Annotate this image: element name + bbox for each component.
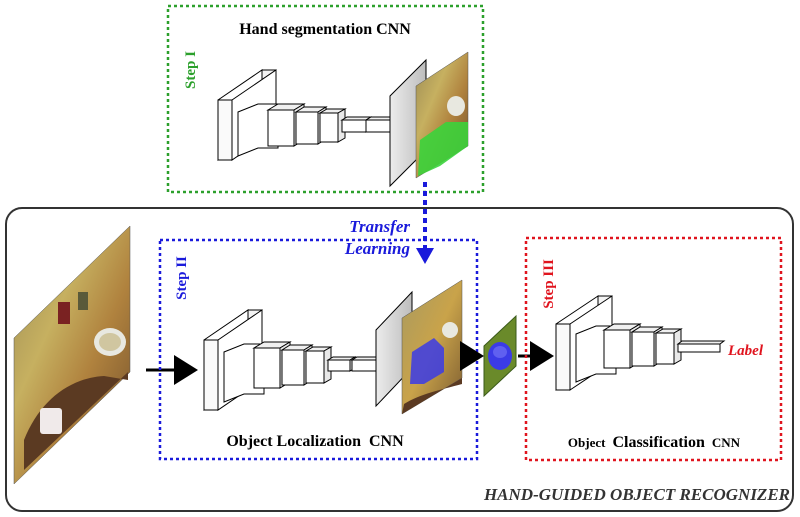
recognizer-title: HAND-GUIDED OBJECT RECOGNIZER: [483, 485, 790, 504]
step3-caption-part3: CNN: [712, 435, 741, 450]
recognizer-frame: [5, 207, 794, 512]
step2-output-image: [401, 279, 463, 415]
cropped-object-image: [483, 314, 517, 398]
step2-caption-part1: Object Localization: [226, 433, 361, 450]
step1-output-image: [415, 51, 469, 179]
input-image: [13, 225, 131, 485]
step3-caption-part2: Classification: [612, 434, 705, 451]
transfer-arrow-head: [416, 248, 434, 264]
step2-label: Step II: [174, 256, 190, 300]
step1-label: Step I: [183, 51, 199, 89]
step2-caption-main: Object Localization CNN: [226, 433, 404, 450]
step3-cnn: [555, 295, 726, 391]
transfer-label-line1: Transfer: [349, 217, 410, 236]
step3-box: [524, 236, 783, 462]
step3-caption-part1: Object: [568, 435, 606, 450]
step1-caption: Hand segmentation CNN: [239, 21, 411, 38]
transfer-label-line2: Learning: [344, 239, 411, 258]
step3-caption-main: Object Classification CNN: [568, 434, 741, 451]
step1-box: [166, 4, 485, 194]
step3-label: Step III: [541, 259, 557, 309]
output-label: Label: [727, 343, 764, 359]
step2-caption-part2: CNN: [369, 433, 404, 450]
step1-cnn: [217, 69, 397, 161]
step2-cnn: [203, 309, 383, 411]
